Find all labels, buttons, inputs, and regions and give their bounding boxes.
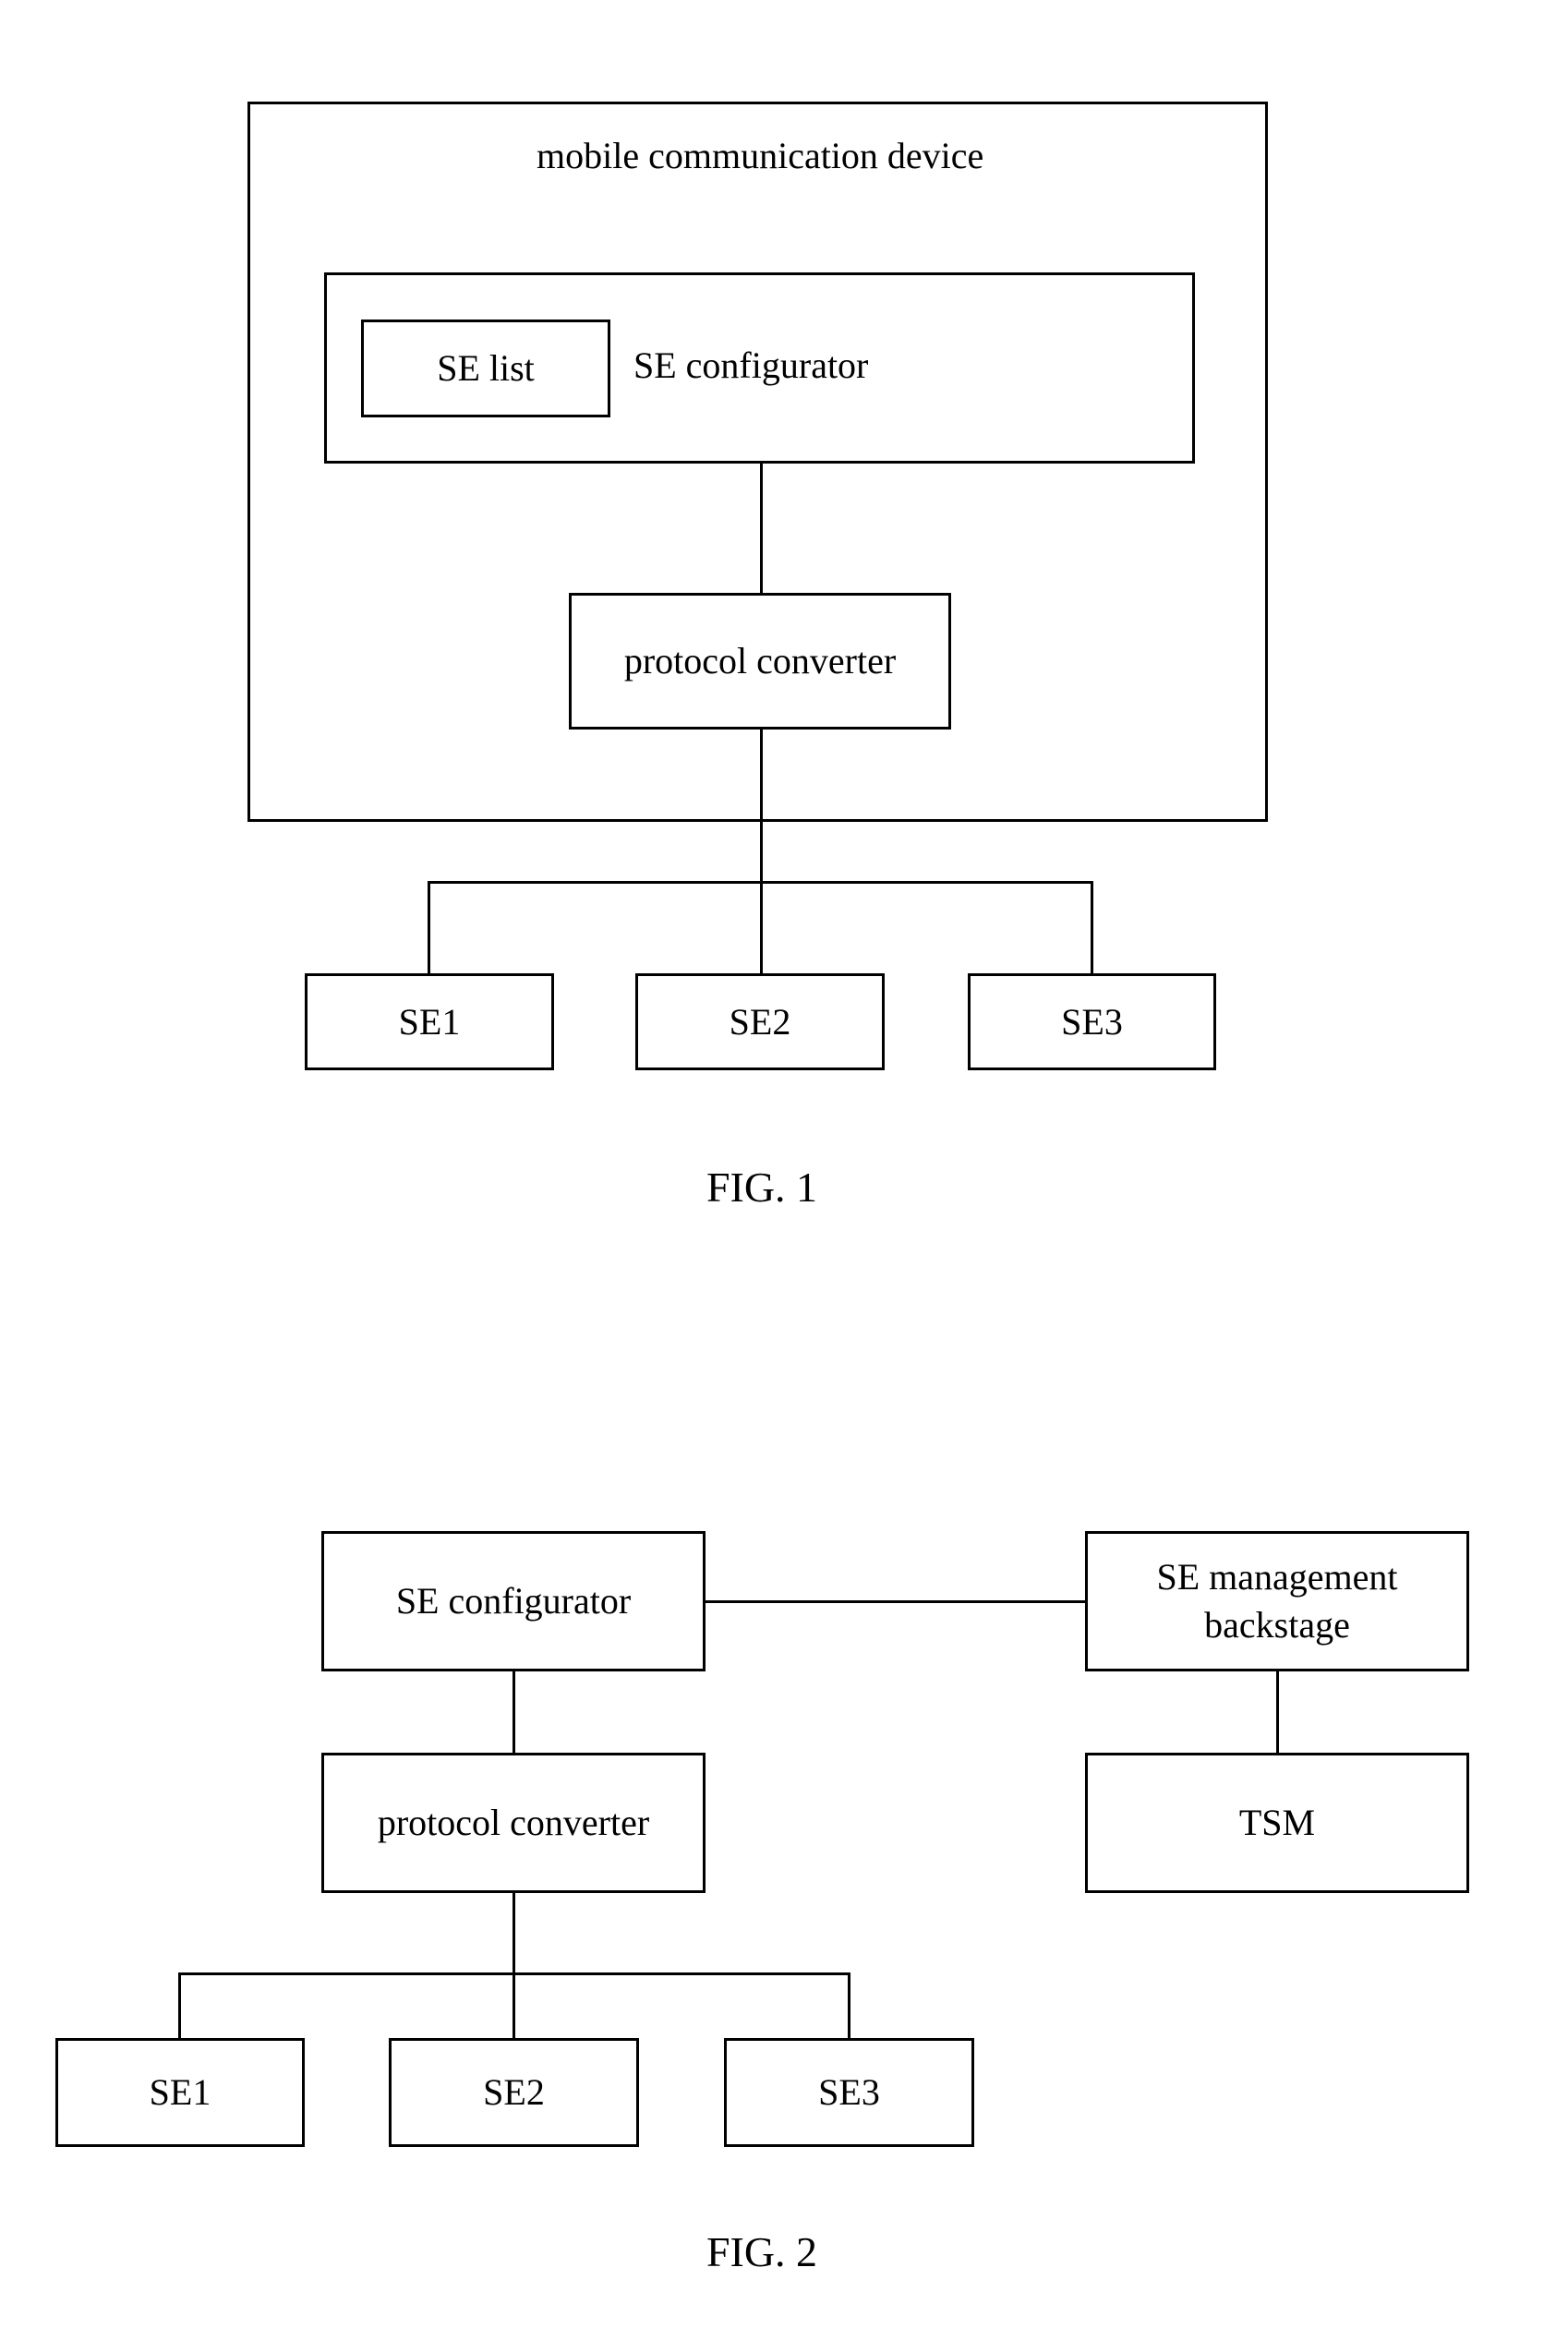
fig2-caption: FIG. 2 [577,2227,947,2276]
protocol-converter-box-fig2: protocol converter [321,1753,706,1893]
mobile-device-label: mobile communication device [537,134,983,177]
connector-management-to-tsm [1276,1671,1279,1753]
connector-configurator-to-converter-fig2 [513,1671,515,1753]
se-list-box: SE list [361,320,610,417]
fig1-caption: FIG. 1 [577,1163,947,1212]
connector-converter-to-bus [760,730,763,883]
tsm-box: TSM [1085,1753,1469,1893]
se3-box: SE3 [968,973,1216,1070]
se-management-backstage-box: SE management backstage [1085,1531,1469,1671]
connector-bus-to-se3-fig2 [848,1972,850,2038]
se-management-line1: SE management [1156,1553,1397,1601]
connector-bus-to-se1-fig2 [178,1972,181,2038]
se1-box-fig2: SE1 [55,2038,305,2147]
se-configurator-box-fig2: SE configurator [321,1531,706,1671]
se2-box-fig2: SE2 [389,2038,639,2147]
connector-bus-to-se1 [428,881,430,973]
se2-box: SE2 [635,973,885,1070]
se-configurator-label: SE configurator [633,344,868,387]
connector-configurator-to-management [706,1600,1085,1603]
protocol-converter-box: protocol converter [569,593,951,730]
se-management-line2: backstage [1204,1601,1350,1649]
connector-bus-to-se2 [760,881,763,973]
se3-box-fig2: SE3 [724,2038,974,2147]
se1-box: SE1 [305,973,554,1070]
connector-converter-to-bus-fig2 [513,1893,515,1974]
connector-bus-to-se2-fig2 [513,1972,515,2038]
connector-configurator-to-converter [760,464,763,593]
connector-bus-to-se3 [1091,881,1093,973]
